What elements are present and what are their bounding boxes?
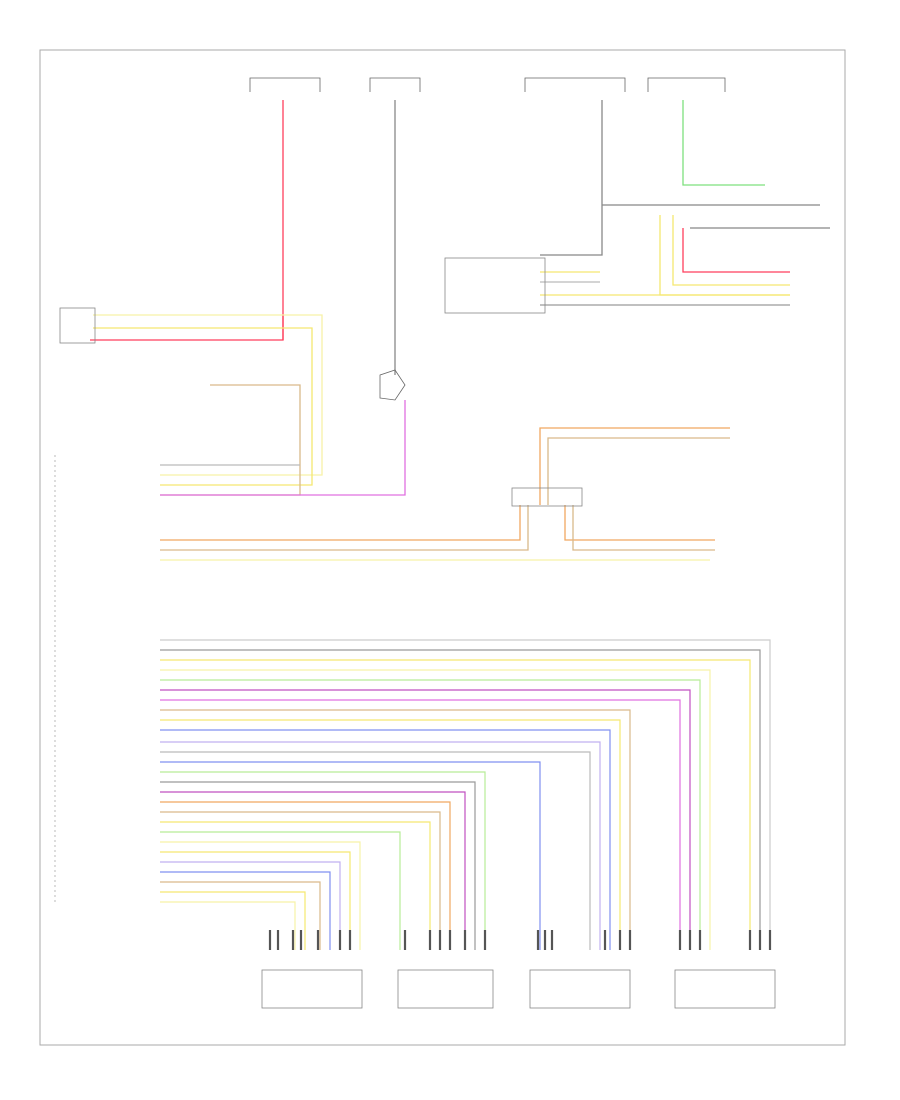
pedal-sensor-1-box — [261, 969, 363, 1009]
steering-module-box — [59, 307, 96, 344]
lower-harness — [160, 639, 771, 950]
can-bus-circuits — [160, 427, 730, 561]
top-fuse-brackets — [249, 77, 726, 92]
connector-pins — [268, 930, 772, 950]
can-junction-box — [511, 487, 583, 507]
page-border — [39, 49, 846, 1046]
top-right-circuits — [540, 100, 830, 306]
pedal-sensor-2-box — [397, 969, 494, 1009]
throttle-control-1-box — [529, 969, 631, 1009]
bottom-components — [261, 969, 776, 1009]
brake-switch-symbol — [379, 369, 406, 401]
throttle-control-2-box — [674, 969, 776, 1009]
center-feed-circuit — [160, 100, 406, 496]
red-feed-circuit — [90, 100, 323, 496]
body-control-unit-box — [444, 257, 546, 314]
